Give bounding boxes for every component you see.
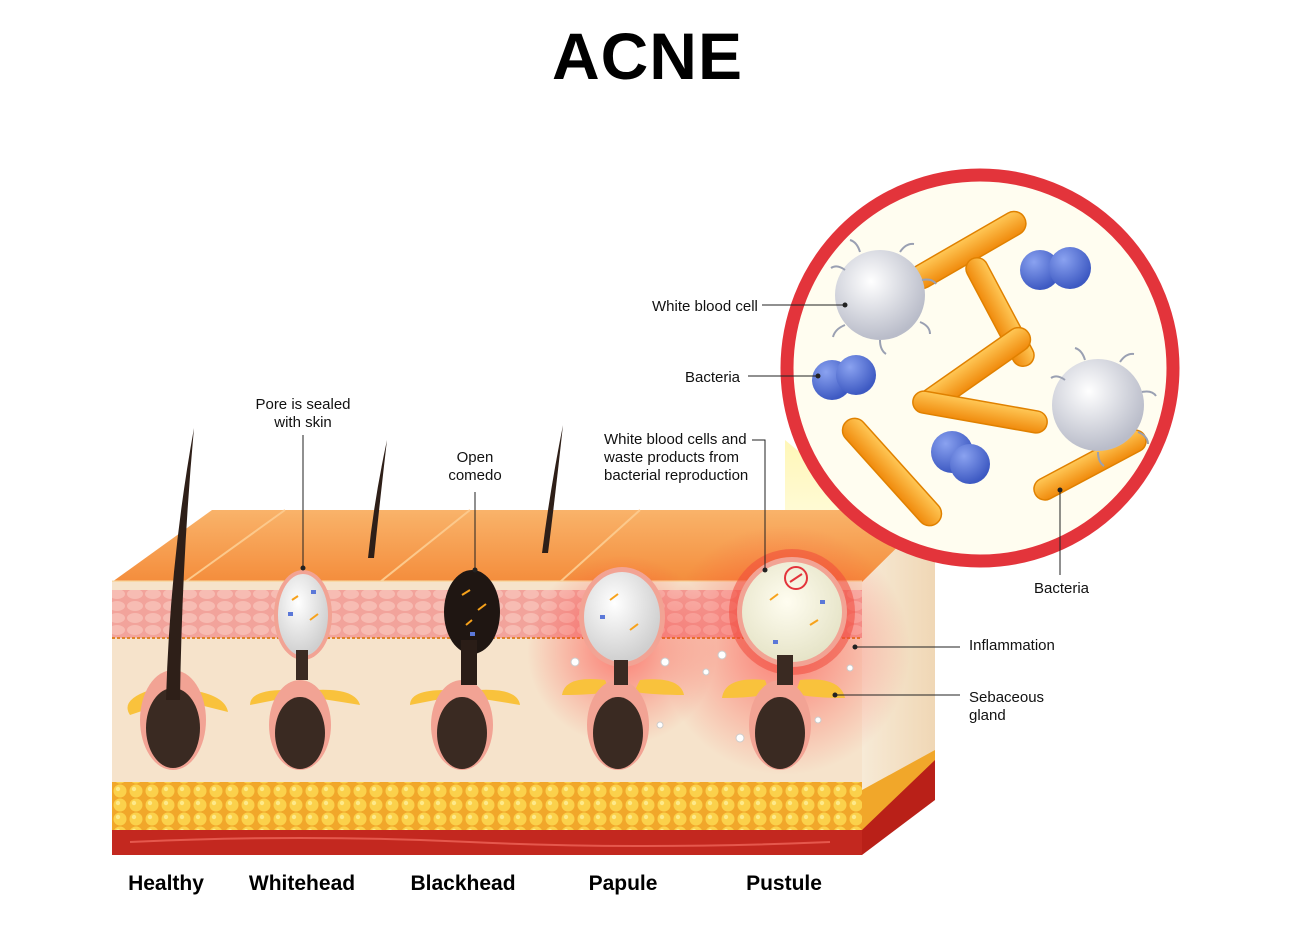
follicle-whitehead (250, 570, 360, 770)
follicle-healthy (127, 428, 228, 770)
hair-3 (542, 425, 563, 553)
fat-layer (112, 782, 862, 830)
block-side-muscle (862, 760, 935, 855)
hair-2 (368, 440, 387, 558)
stage-pustule: Pustule (746, 872, 822, 895)
label-pore-sealed: Pore is sealed with skin (255, 396, 351, 431)
follicle-papule (562, 567, 684, 770)
follicle-blackhead (410, 570, 520, 770)
white-blood-cell-2 (1050, 347, 1157, 467)
block-side-fat (862, 750, 935, 830)
stage-papule: Papule (588, 872, 658, 895)
label-bacteria-left: Bacteria (685, 369, 741, 386)
stage-healthy: Healthy (128, 872, 204, 895)
label-inflammation: Inflammation (969, 637, 1055, 654)
follicle-pustule (702, 549, 855, 770)
label-white-blood-cell: White blood cell (652, 298, 758, 315)
label-wbc-waste: White blood cells and waste products fro… (604, 431, 749, 484)
coccus-2 (812, 355, 876, 400)
stage-blackhead: Blackhead (410, 872, 516, 895)
label-sebaceous-gland: Sebaceous gland (969, 689, 1045, 724)
stage-whitehead: Whitehead (248, 872, 356, 895)
leader-dots (300, 302, 1063, 698)
white-blood-cell-1 (830, 239, 937, 355)
leader-lines (302, 304, 1061, 696)
magnified-inset (780, 168, 1180, 568)
label-open-comedo: Open comedo (448, 449, 502, 484)
coccus-3 (931, 431, 990, 484)
label-bacteria-bottom: Bacteria (1034, 580, 1090, 597)
coccus-1 (1020, 247, 1091, 290)
page-title: ACNE (551, 19, 743, 93)
